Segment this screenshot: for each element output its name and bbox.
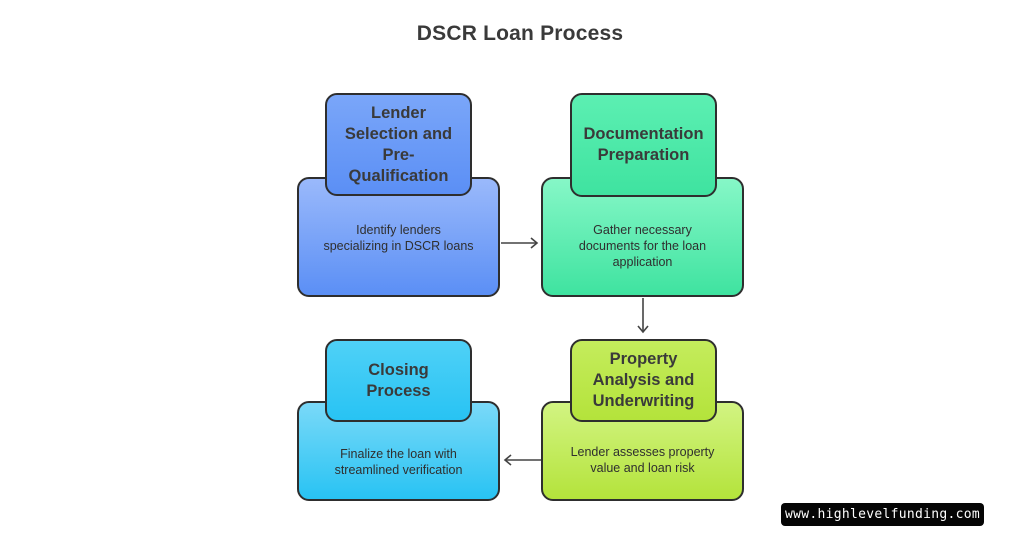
step-heading-property-analysis: Property Analysis and Underwriting xyxy=(570,339,717,422)
step-description-line: documents for the loan xyxy=(578,239,707,253)
website-watermark: www.highlevelfunding.com xyxy=(781,503,984,526)
step-heading-line: Preparation xyxy=(597,146,690,164)
step-heading-line: Selection and xyxy=(344,124,453,143)
step-card-documentation: Gather necessary documents for the loan … xyxy=(541,177,744,297)
step-heading-line: Analysis and xyxy=(592,371,695,389)
step-heading-line: Lender xyxy=(370,103,426,122)
step-card-lender-selection: Identify lenders specializing in DSCR lo… xyxy=(297,177,500,297)
step-description-line: Gather necessary xyxy=(593,223,692,237)
step-heading-line: Underwriting xyxy=(592,392,695,410)
step-description-line: value and loan risk xyxy=(590,461,695,475)
step-heading-line: Property xyxy=(609,350,678,368)
step-heading-line: Closing xyxy=(368,360,429,379)
step-description-line: Lender assesses property xyxy=(570,445,715,459)
arrow-down-icon xyxy=(637,298,649,334)
step-heading-documentation: Documentation Preparation xyxy=(570,93,717,197)
step-heading-closing: Closing Process xyxy=(325,339,472,422)
step-description-line: specializing in DSCR loans xyxy=(323,239,474,253)
step-description-line: Finalize the loan with xyxy=(340,447,457,461)
step-description-line: Identify lenders xyxy=(356,223,441,237)
diagram-title: DSCR Loan Process xyxy=(416,22,624,45)
step-description-line: streamlined verification xyxy=(334,463,463,477)
arrow-right-icon xyxy=(501,237,539,249)
step-heading-lender-selection: Lender Selection and Pre- Qualification xyxy=(325,93,472,196)
step-description-line: application xyxy=(612,255,673,269)
arrow-left-icon xyxy=(503,454,541,466)
step-heading-line: Process xyxy=(366,381,431,400)
step-heading-line: Pre- xyxy=(382,145,415,164)
step-heading-line: Documentation xyxy=(583,125,704,143)
step-heading-line: Qualification xyxy=(348,166,449,185)
